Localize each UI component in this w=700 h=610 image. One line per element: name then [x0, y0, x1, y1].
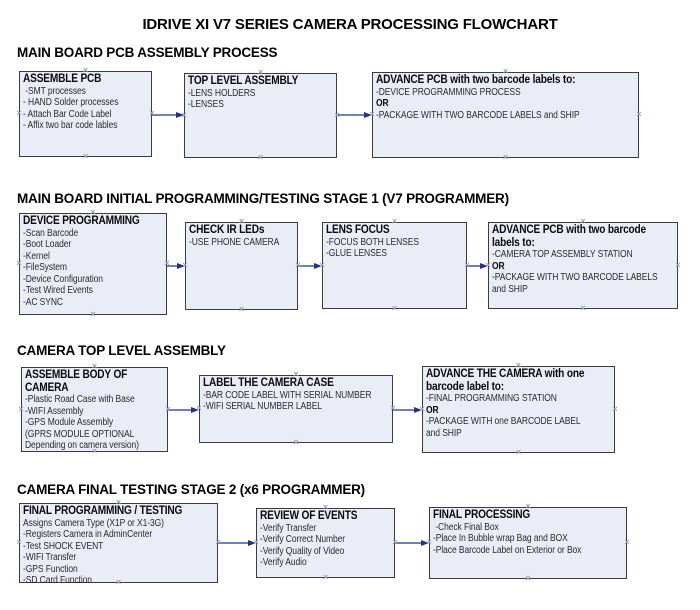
box-line: -PACKAGE WITH TWO BARCODE LABELS [492, 272, 658, 283]
flow-box-check-ir-leds: CHECK IR LEDs-USE PHONE CAMERA [185, 222, 298, 310]
box-title: LENS FOCUS [326, 224, 390, 236]
flow-box-top-level-assembly: TOP LEVEL ASSEMBLY-LENS HOLDERS-LENSES [184, 73, 337, 158]
flow-connector [218, 542, 249, 544]
box-line: -Kernel [23, 250, 50, 262]
box-line: -Check Final Box [433, 521, 499, 533]
box-line: -Scan Barcode [23, 227, 79, 239]
box-line: -SMT processes [23, 85, 86, 97]
box-line: -AC SYNC [23, 296, 63, 308]
flow-connector [168, 409, 192, 411]
box-title: REVIEW OF EVENTS [260, 510, 358, 522]
box-line: -Verify Correct Number [260, 534, 346, 545]
box-line: -Verify Quality of Video [260, 545, 345, 557]
box-line: -USE PHONE CAMERA [189, 236, 280, 248]
box-line: -Verify Audio [260, 557, 307, 568]
box-line: - Attach Bar Code Label [23, 108, 112, 120]
box-line: and SHIP [426, 427, 462, 439]
flow-box-final-processing: FINAL PROCESSING -Check Final Box-Place … [429, 507, 627, 579]
box-line: -WIFI SERIAL NUMBER LABEL [203, 401, 322, 412]
box-line: -Test SHOCK EVENT [23, 540, 104, 552]
box-title: DEVICE PROGRAMMING [23, 215, 140, 227]
arrow-right-icon [176, 111, 184, 118]
box-line: (GPRS MODULE OPTIONAL [25, 428, 135, 440]
arrow-right-icon [421, 539, 429, 546]
arrow-right-icon [177, 262, 185, 269]
box-line: -Plastic Road Case with Base [25, 394, 135, 405]
box-line: and SHIP [492, 283, 528, 295]
box-line: -Place Barcode Label on Exterior or Box [433, 544, 582, 556]
box-line: -BAR CODE LABEL WITH SERIAL NUMBER [203, 389, 372, 401]
arrow-right-icon [480, 262, 488, 269]
box-line: -PACKAGE WITH TWO BARCODE LABELS and SHI… [376, 109, 580, 121]
box-title: ADVANCE PCB with two barcode [492, 224, 647, 236]
box-line: -SD Card Function [23, 575, 92, 586]
box-line: - Affix two bar code lables [23, 120, 118, 131]
box-title: labels to: [492, 236, 535, 249]
box-title: LABEL THE CAMERA CASE [203, 377, 334, 389]
flow-connector [467, 265, 481, 267]
flow-box-review-of-events: REVIEW OF EVENTS-Verify Transfer-Verify … [256, 508, 395, 578]
box-line: OR [426, 404, 439, 416]
box-line: -PACKAGE WITH one BARCODE LABEL [426, 416, 581, 427]
box-line: -WIFI Assembly [25, 405, 84, 417]
box-title: barcode label to: [426, 380, 504, 393]
box-line: -GPS Function [23, 563, 78, 575]
box-line: Assigns Camera Type (X1P or X1-3G) [23, 517, 164, 529]
flow-connector [395, 542, 422, 544]
box-title: CAMERA [25, 381, 69, 394]
arrow-right-icon [364, 111, 372, 118]
box-title: ASSEMBLE BODY OF [25, 369, 128, 381]
box-line: -FileSystem [23, 262, 67, 273]
flow-box-device-programming: DEVICE PROGRAMMING-Scan Barcode-Boot Loa… [19, 213, 167, 315]
section-heading-main-board-initial-programming: MAIN BOARD INITIAL PROGRAMMING/TESTING S… [17, 191, 509, 206]
box-line: -Registers Camera in AdminCenter [23, 529, 153, 540]
box-line: -CAMERA TOP ASSEMBLY STATION [492, 249, 633, 260]
arrow-right-icon [191, 406, 199, 413]
flow-box-assemble-pcb: ASSEMBLE PCB -SMT processes- HAND Solder… [19, 71, 152, 157]
box-line: -LENSES [188, 99, 224, 110]
box-line: - HAND Solder processes [23, 97, 119, 108]
box-line: -LENS HOLDERS [188, 87, 256, 99]
box-title: ADVANCE PCB with two barcode labels to: [376, 74, 576, 86]
box-title: FINAL PROCESSING [433, 509, 531, 521]
box-line: -FINAL PROGRAMMING STATION [426, 393, 557, 404]
box-line: -Verify Transfer [260, 522, 317, 534]
flow-box-label-the-camera-case: LABEL THE CAMERA CASE-BAR CODE LABEL WIT… [199, 375, 393, 443]
box-title: CHECK IR LEDs [189, 224, 265, 236]
arrow-right-icon [414, 406, 422, 413]
box-title: ADVANCE THE CAMERA with one [426, 368, 585, 380]
box-line: -WIFI Transfer [23, 552, 77, 563]
section-heading-camera-top-level-assembly: CAMERA TOP LEVEL ASSEMBLY [17, 343, 226, 358]
box-line: OR [376, 98, 389, 109]
flow-connector [167, 265, 178, 267]
flow-box-lens-focus: LENS FOCUS-FOCUS BOTH LENSES-GLUE LENSES [322, 222, 467, 309]
section-heading-main-board-pcb-assembly: MAIN BOARD PCB ASSEMBLY PROCESS [17, 45, 278, 60]
box-line: -DEVICE PROGRAMMING PROCESS [376, 86, 521, 98]
page-title: IDRIVE XI V7 SERIES CAMERA PROCESSING FL… [142, 16, 558, 33]
arrow-right-icon [314, 262, 322, 269]
flow-connector [337, 114, 365, 116]
flow-connector [152, 114, 177, 116]
flow-box-advance-pcb-with-two: ADVANCE PCB with two barcode labels to:-… [372, 72, 639, 158]
box-title: ASSEMBLE PCB [23, 73, 102, 85]
flow-connector [393, 409, 415, 411]
box-title: TOP LEVEL ASSEMBLY [188, 75, 299, 87]
box-line: -Device Configuration [23, 273, 103, 285]
box-line: -FOCUS BOTH LENSES [326, 236, 419, 248]
flow-connector [298, 265, 315, 267]
box-line: -Test Wired Events [23, 285, 93, 296]
section-heading-camera-final-testing-stage: CAMERA FINAL TESTING STAGE 2 (x6 PROGRAM… [17, 482, 365, 497]
arrow-right-icon [248, 539, 256, 546]
box-line: -GLUE LENSES [326, 248, 387, 259]
box-line: Depending on camera version) [25, 440, 139, 451]
box-line: OR [492, 260, 505, 272]
box-line: -Boot Loader [23, 239, 72, 250]
box-line: -Place In Bubble wrap Bag and BOX [433, 533, 568, 544]
box-title: FINAL PROGRAMMING / TESTING [23, 505, 183, 517]
box-line: -GPS Module Assembly [25, 417, 114, 428]
